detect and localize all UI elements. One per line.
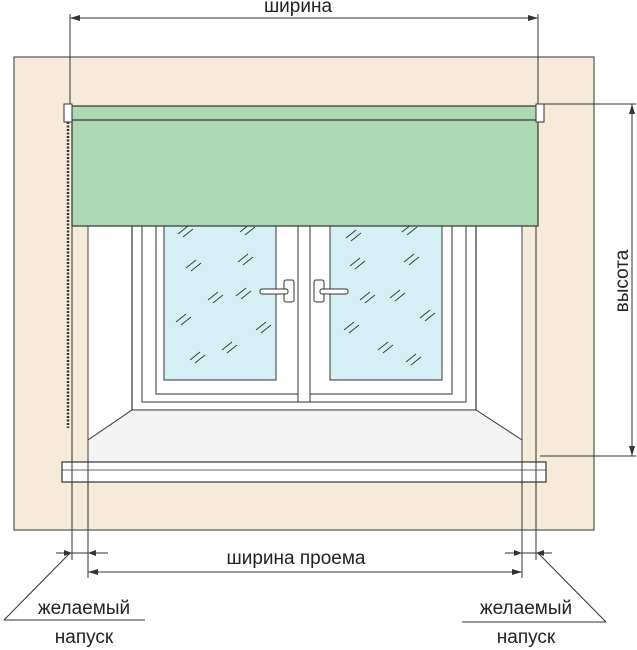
width-label: ширина	[264, 0, 333, 17]
overlap-left-label-1: желаемый	[38, 598, 130, 619]
height-dimension	[540, 103, 636, 457]
window-frame	[131, 223, 477, 411]
blind-fabric	[71, 117, 539, 227]
overlap-right-label-2: напуск	[497, 627, 556, 648]
left-glass	[163, 223, 277, 381]
width-dimension	[69, 14, 539, 104]
overlap-right-label-1: желаемый	[480, 598, 572, 619]
opening-width-label: ширина проема	[227, 548, 366, 569]
glass-glare	[175, 223, 436, 366]
overlap-left-label-2: напуск	[55, 627, 114, 648]
overlap-right-dimension	[462, 550, 607, 623]
roller-blind	[63, 103, 545, 428]
blind-roller	[69, 105, 541, 121]
window-sill	[61, 409, 547, 483]
blind-end-cap-right	[535, 103, 545, 123]
right-glass	[329, 223, 443, 381]
extension-lines	[71, 226, 537, 578]
height-label: высота	[612, 249, 633, 312]
opening-width-dimension	[88, 569, 522, 575]
overlap-left-dimension	[3, 550, 145, 621]
handle-icon	[259, 279, 349, 303]
blind-end-cap-left	[63, 103, 73, 123]
